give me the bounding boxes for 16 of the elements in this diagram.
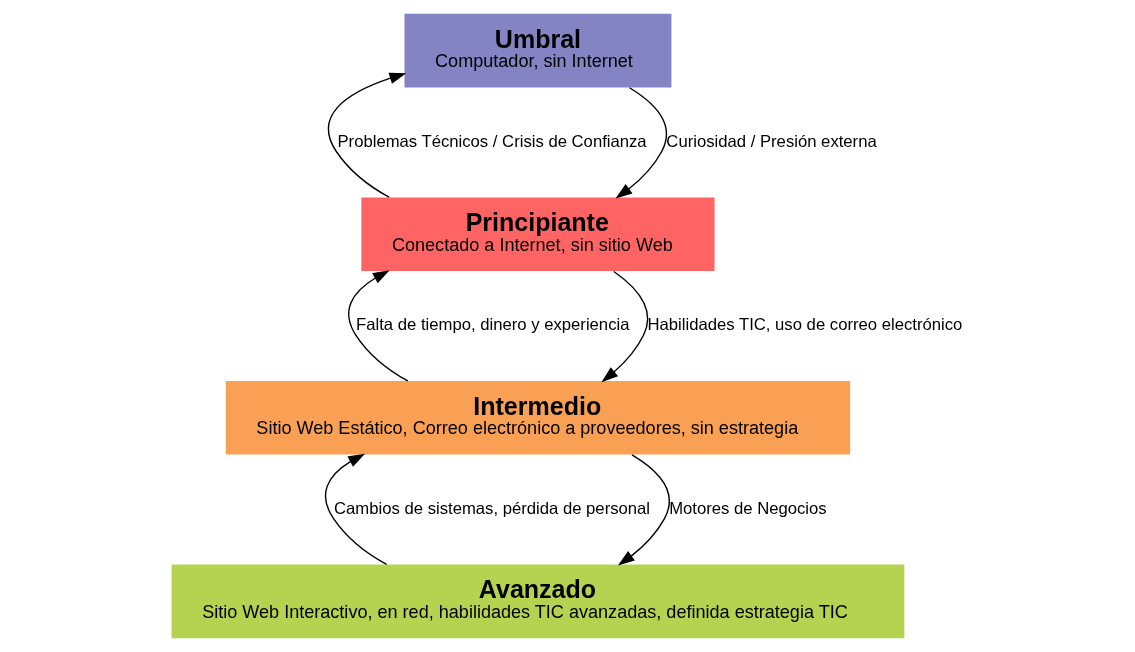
edge-label: Falta de tiempo, dinero y experiencia — [356, 315, 630, 335]
node-box: Principiante Conectado a Internet, sin sitio Web — [361, 197, 715, 272]
arrow — [348, 270, 409, 382]
arrow — [324, 453, 388, 566]
edge-label: Problemas Técnicos / Crisis de Confianza — [337, 131, 647, 151]
node-box: Avanzado Sitio Web Interactivo, en red, habilidades TIC avanzadas, definida estrategia TIC — [171, 564, 905, 639]
edge-label: Habilidades TIC, uso de correo electrónico — [647, 315, 963, 335]
arrow — [617, 454, 670, 566]
node-box: Umbral Computador, sin Internet — [404, 13, 672, 88]
arrow — [601, 270, 649, 383]
edge-label: Curiosidad / Presión externa — [666, 131, 877, 151]
edge-label: Cambios de sistemas, pérdida de personal — [334, 498, 651, 518]
arrow — [327, 72, 407, 198]
arrow — [615, 87, 668, 199]
node-box: Intermedio Sitio Web Estático, Correo electrónico a proveedores, sin estrategia — [225, 380, 851, 455]
edge-label: Motores de Negocios — [669, 498, 827, 518]
